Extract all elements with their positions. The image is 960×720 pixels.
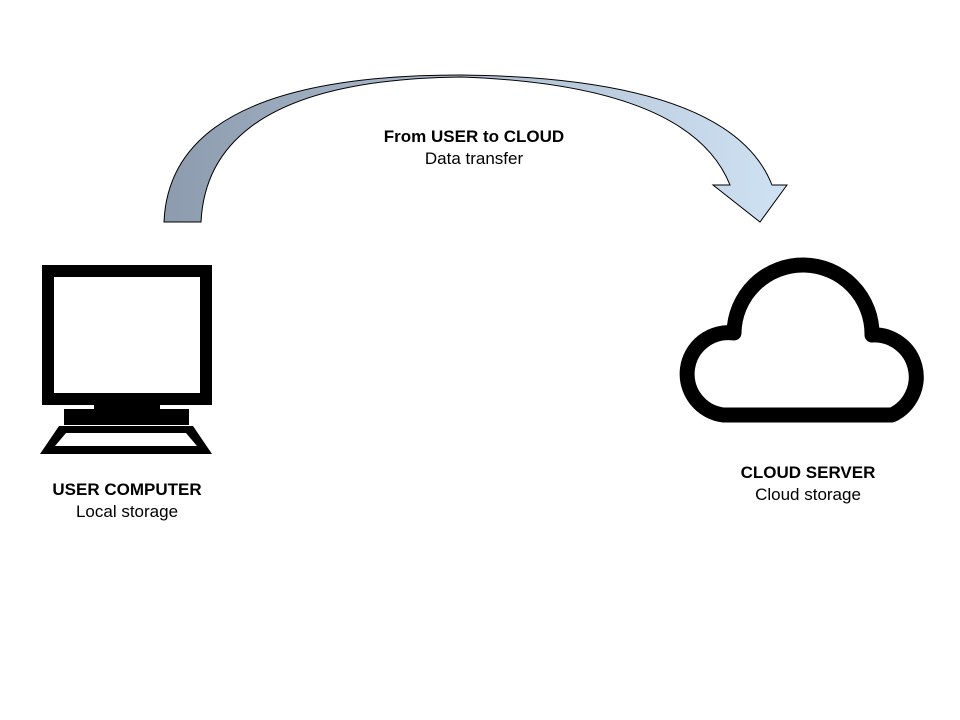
cloud-icon	[679, 257, 924, 423]
transfer-arrow	[163, 74, 788, 223]
computer-title: USER COMPUTER	[52, 480, 202, 499]
computer-label: USER COMPUTER Local storage	[0, 479, 254, 523]
computer-subtitle: Local storage	[75, 502, 179, 521]
cloud-subtitle: Cloud storage	[755, 485, 861, 504]
arrow-label: From USER to CLOUD Data transfer	[324, 126, 624, 170]
cloud-label: CLOUD SERVER Cloud storage	[658, 462, 958, 506]
arrow-subtitle: Data transfer	[424, 149, 524, 168]
arrow-title: From USER to CLOUD	[383, 127, 565, 146]
cloud-title: CLOUD SERVER	[740, 463, 876, 482]
desktop-computer-icon	[40, 265, 212, 454]
